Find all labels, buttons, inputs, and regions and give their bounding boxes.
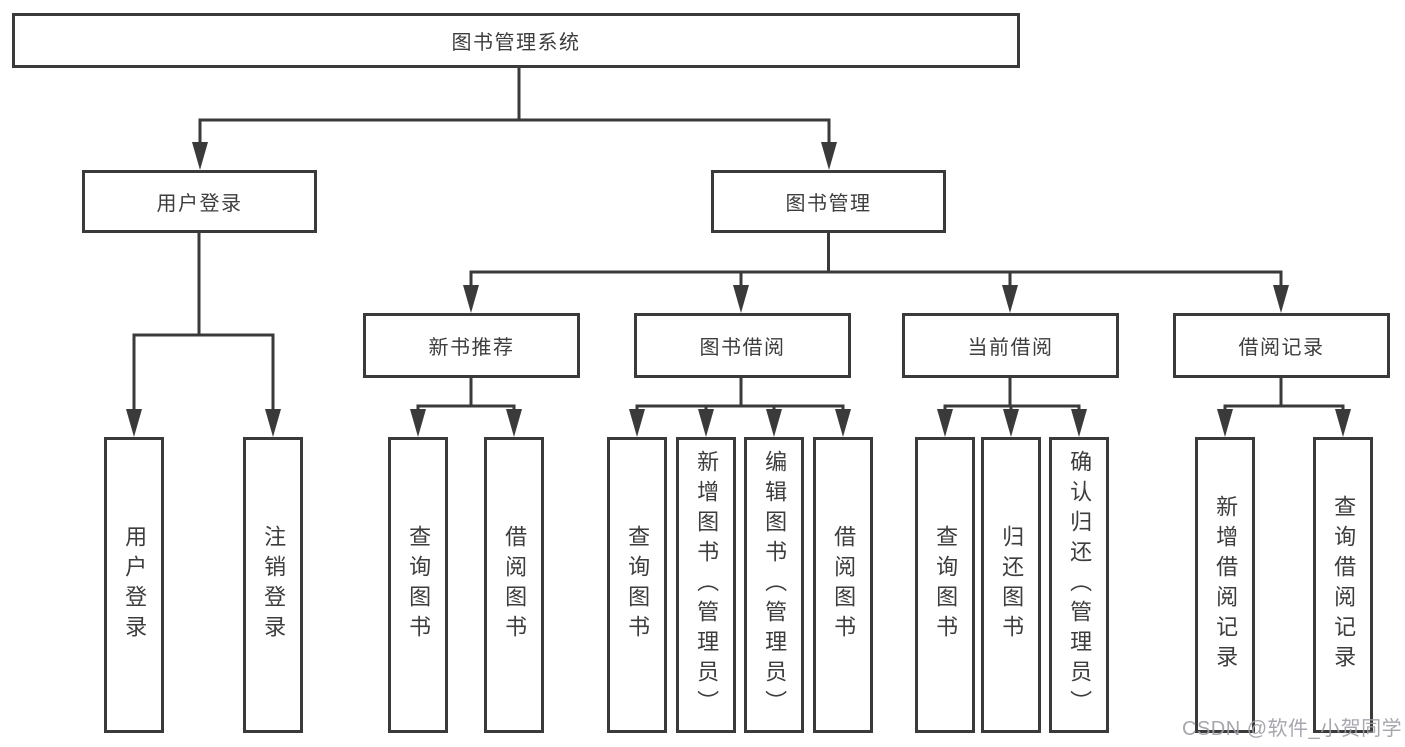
leaf-confirm-return-admin: 确认归还（管理员） [1049,437,1109,733]
arrowhead [1273,285,1289,313]
node-label: 图书借阅 [699,337,786,359]
arrowhead [126,409,142,437]
node-label: 归还图书 [999,525,1025,645]
arrowhead [1002,285,1018,313]
node-label: 用户登录 [156,193,243,215]
connector-book-to-modules [463,233,1289,313]
node-label: 查询图书 [625,525,651,645]
leaf-borrow-books: 借阅图书 [813,437,873,733]
arrowhead [1003,409,1019,437]
node-label: 确认归还（管理员） [1067,450,1093,720]
arrowhead [265,409,281,437]
node-label: 图书管理系统 [451,32,581,54]
node-label: 编辑图书（管理员） [762,450,788,720]
node-label: 查询借阅记录 [1331,495,1357,675]
csdn-watermark: CSDN @软件_小贺同学 [1182,718,1403,740]
arrowhead [733,285,749,313]
node-new-book-recommendation: 新书推荐 [363,313,580,378]
node-label: 新增借阅记录 [1213,495,1239,675]
node-label: 新书推荐 [428,337,515,359]
leaf-logout: 注销登录 [243,437,303,733]
leaf-query-borrow-record: 查询借阅记录 [1313,437,1373,733]
node-current-borrowing: 当前借阅 [902,313,1119,378]
node-borrowing-records: 借阅记录 [1173,313,1390,378]
arrowhead [698,409,714,437]
arrowhead [410,409,426,437]
arrowhead [1335,409,1351,437]
connector-new-book-recommendation [410,378,522,437]
leaf-add-borrow-record: 新增借阅记录 [1195,437,1255,733]
arrowhead [835,409,851,437]
leaf-edit-book-admin: 编辑图书（管理员） [744,437,804,733]
arrowhead [1217,409,1233,437]
leaf-return-book: 归还图书 [981,437,1041,733]
node-user-login-section: 用户登录 [82,170,317,233]
arrowhead [506,409,522,437]
connector-root-to-level2 [192,68,837,170]
node-label: 当前借阅 [967,337,1054,359]
arrowhead [463,285,479,313]
arrowhead [821,142,837,170]
connector-book-borrowing [629,378,851,437]
leaf-query-books-current: 查询图书 [915,437,975,733]
arrowhead [1071,409,1087,437]
leaf-query-books-recommend: 查询图书 [388,437,448,733]
node-label: 注销登录 [261,525,287,645]
node-library-management-system: 图书管理系统 [12,13,1020,68]
arrowhead [937,409,953,437]
node-label: 借阅图书 [502,525,528,645]
node-book-management: 图书管理 [711,170,946,233]
node-label: 用户登录 [122,525,148,645]
leaf-query-books-borrowing: 查询图书 [607,437,667,733]
arrowhead [192,142,208,170]
connector-current-borrowing [937,378,1087,437]
arrowhead [629,409,645,437]
leaf-add-book-admin: 新增图书（管理员） [676,437,736,733]
arrowhead [766,409,782,437]
node-book-borrowing: 图书借阅 [634,313,851,378]
node-label: 借阅记录 [1238,337,1325,359]
leaf-borrow-books-recommend: 借阅图书 [484,437,544,733]
connector-user-section [126,233,281,437]
node-label: 查询图书 [933,525,959,645]
leaf-user-login: 用户登录 [104,437,164,733]
node-label: 新增图书（管理员） [694,450,720,720]
node-label: 借阅图书 [831,525,857,645]
connector-borrowing-records [1217,378,1351,437]
node-label: 查询图书 [406,525,432,645]
node-label: 图书管理 [785,193,872,215]
